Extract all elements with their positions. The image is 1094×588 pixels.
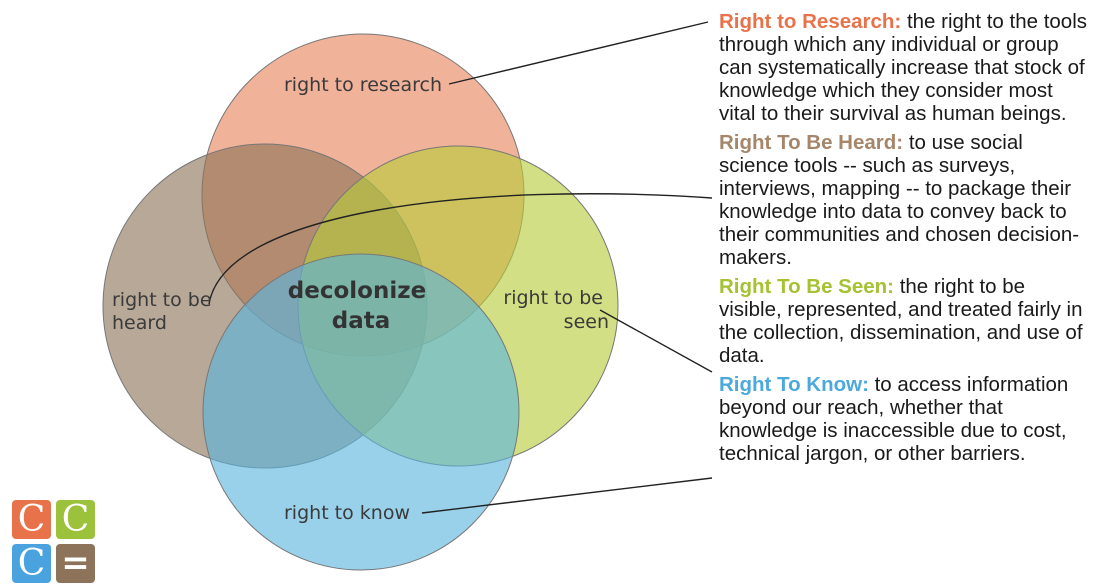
logo-tile-c3: C xyxy=(12,544,51,583)
seen-label-line-1: right to be xyxy=(503,287,603,309)
seen-label: right to be seen xyxy=(503,287,609,333)
know-circle xyxy=(202,253,520,571)
know-connector xyxy=(421,477,713,514)
heard-definition: Right To Be Heard: to use social science… xyxy=(719,131,1091,269)
heard-label-line-2: heard xyxy=(112,312,167,334)
center-label-line-2: data xyxy=(332,308,391,334)
seen-label-line-2: seen xyxy=(564,311,609,333)
know-text: to access information beyond our reach, … xyxy=(719,373,1069,465)
seen-text: the right to be visible, represented, an… xyxy=(719,275,1083,367)
definitions-panel: Right to Research: the right to the tool… xyxy=(719,10,1091,471)
research-term: Right to Research: xyxy=(719,10,902,33)
know-term: Right To Know: xyxy=(719,373,869,396)
know-label: right to know xyxy=(284,502,410,524)
center-label-line-1: decolonize xyxy=(288,278,426,304)
connector-lines xyxy=(208,21,713,514)
research-definition: Right to Research: the right to the tool… xyxy=(719,10,1091,125)
research-label-line: right to research xyxy=(284,74,442,96)
center-label: decolonize data xyxy=(288,278,434,334)
know-label-line: right to know xyxy=(284,502,410,524)
logo-tile-c1: C xyxy=(12,500,51,539)
know-definition: Right To Know: to access information bey… xyxy=(719,373,1091,465)
seen-connector xyxy=(599,309,713,373)
research-label: right to research xyxy=(284,74,442,96)
research-text: the right to the tools through which any… xyxy=(719,10,1088,125)
logo-tile-equals: = xyxy=(56,544,95,583)
heard-term: Right To Be Heard: xyxy=(719,131,904,154)
seen-term: Right To Be Seen: xyxy=(719,275,895,298)
heard-label-line-1: right to be xyxy=(112,289,212,311)
heard-connector xyxy=(208,193,713,305)
heard-text: to use social science tools -- such as s… xyxy=(719,131,1080,269)
seen-definition: Right To Be Seen: the right to be visibl… xyxy=(719,275,1091,367)
heard-label: right to be heard xyxy=(112,289,218,334)
logo: C C C = xyxy=(12,500,96,584)
research-connector xyxy=(448,21,709,85)
logo-tile-c2: C xyxy=(56,500,95,539)
venn-circles xyxy=(102,33,619,571)
